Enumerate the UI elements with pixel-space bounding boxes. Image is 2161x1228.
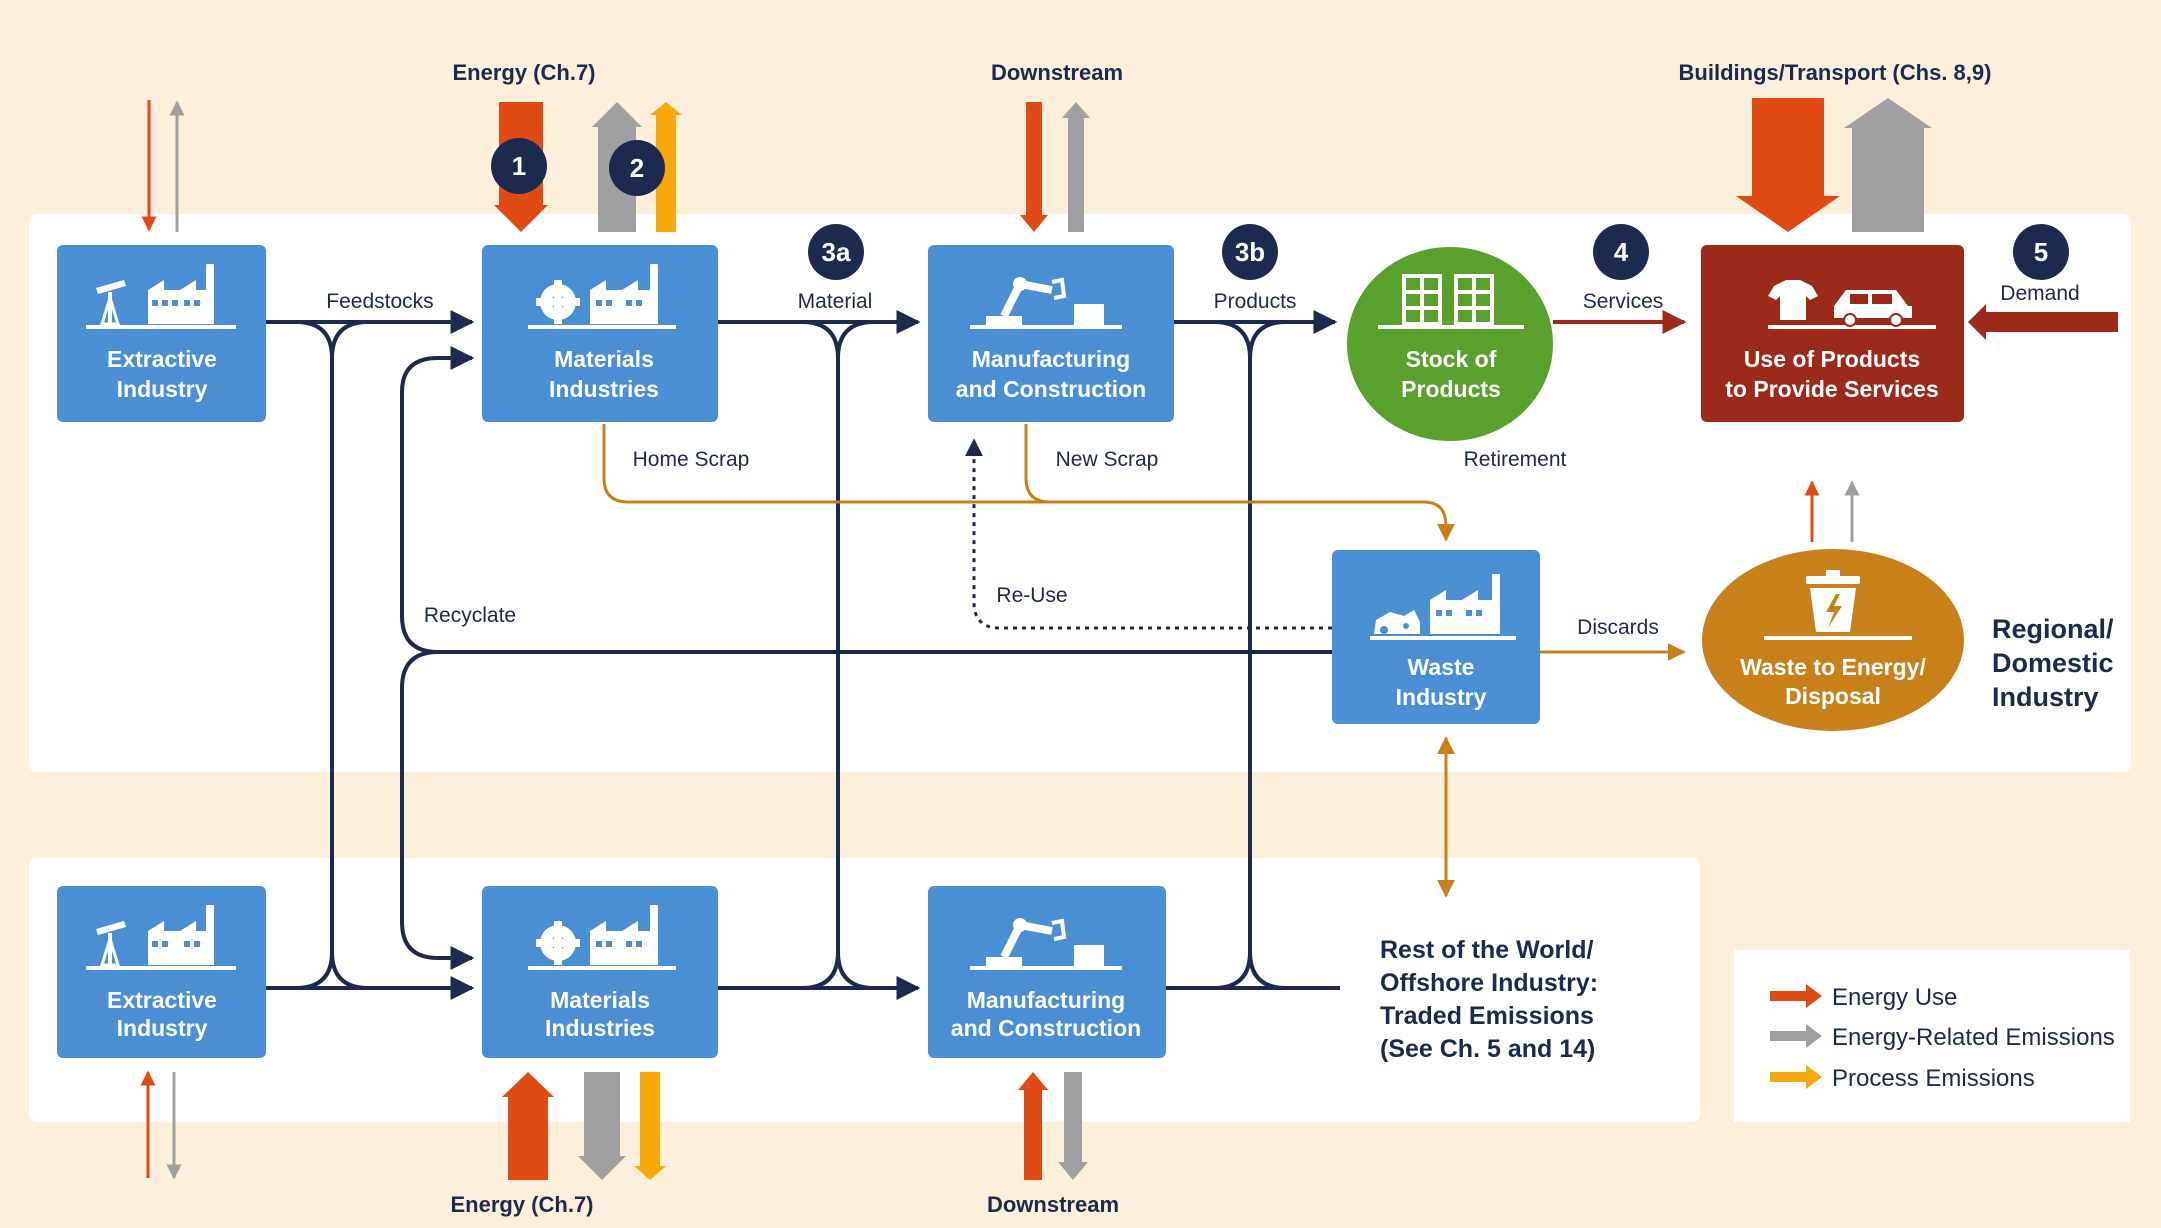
svg-text:Energy Use: Energy Use bbox=[1832, 984, 1957, 1011]
manufacturing-label-2: and Construction bbox=[956, 376, 1146, 402]
materials-industries-box[interactable]: Materials Industries bbox=[482, 245, 718, 422]
stock-label-1: Stock of bbox=[1406, 346, 1497, 372]
use-label-1: Use of Products bbox=[1744, 346, 1920, 372]
retirement-label: Retirement bbox=[1464, 448, 1567, 471]
use-of-products-box[interactable]: Use of Products to Provide Services bbox=[1701, 245, 1964, 422]
offshore-extractive-label-1: Extractive bbox=[107, 987, 217, 1013]
materials-industries-label-1: Materials bbox=[554, 346, 654, 372]
navy-flow-lines bbox=[266, 310, 1340, 1000]
use-label-2: to Provide Services bbox=[1725, 376, 1939, 402]
waste-energy-label-1: Waste to Energy/ bbox=[1740, 654, 1926, 680]
offshore-materials-label-2: Industries bbox=[545, 1015, 655, 1041]
extractive-industry-label-1: Extractive bbox=[107, 346, 217, 372]
oil-pump-factory-icon bbox=[86, 905, 236, 970]
energy-use-arrow-manufacturing-bottom bbox=[1018, 1072, 1048, 1180]
energy-top-label: Energy (Ch.7) bbox=[452, 60, 595, 85]
legend-item-process-emissions: Process Emissions bbox=[1770, 1065, 2035, 1092]
manufacturing-label-1: Manufacturing bbox=[972, 346, 1130, 372]
robot-arm-icon bbox=[970, 277, 1122, 329]
svg-text:1: 1 bbox=[512, 151, 526, 181]
new-scrap-label: New Scrap bbox=[1056, 448, 1159, 471]
downstream-bottom-label: Downstream bbox=[987, 1192, 1119, 1217]
svg-text:Process Emissions: Process Emissions bbox=[1832, 1065, 2035, 1092]
robot-arm-icon bbox=[970, 918, 1122, 970]
waste-to-energy-ellipse[interactable]: Waste to Energy/ Disposal bbox=[1702, 549, 1964, 731]
feedstocks-label: Feedstocks bbox=[326, 290, 433, 313]
stock-of-products-ellipse[interactable]: Stock of Products bbox=[1347, 247, 1553, 441]
material-label: Material bbox=[798, 290, 873, 313]
demand-label: Demand bbox=[2000, 282, 2079, 305]
badge-1: 1 bbox=[491, 138, 547, 194]
stock-label-2: Products bbox=[1401, 376, 1501, 402]
energy-use-arrow-manufacturing-top bbox=[1020, 102, 1048, 232]
badge-5: 5 bbox=[2013, 224, 2069, 280]
buildings-transport-label: Buildings/Transport (Chs. 8,9) bbox=[1679, 60, 1992, 85]
energy-use-arrow-materials-bottom bbox=[502, 1072, 554, 1180]
offshore-extractive-label-2: Industry bbox=[117, 1015, 208, 1041]
extractive-industry-box[interactable]: Extractive Industry bbox=[57, 245, 266, 422]
energy-emission-arrow-manufacturing-bottom bbox=[1058, 1072, 1088, 1180]
offshore-manufacturing-label-2: and Construction bbox=[951, 1015, 1141, 1041]
svg-text:Energy-Related Emissions: Energy-Related Emissions bbox=[1832, 1024, 2115, 1051]
offshore-manufacturing-label-1: Manufacturing bbox=[967, 987, 1125, 1013]
energy-emission-arrow-use-top bbox=[1844, 98, 1932, 232]
svg-text:2: 2 bbox=[630, 153, 644, 183]
badge-4: 4 bbox=[1593, 224, 1649, 280]
rest-of-world-line-2: Offshore Industry: bbox=[1380, 969, 1598, 997]
offshore-materials-industries-box[interactable]: Materials Industries bbox=[482, 886, 718, 1058]
waste-label-2: Industry bbox=[1396, 684, 1487, 710]
legend-item-energy-use: Energy Use bbox=[1770, 984, 1957, 1011]
badge-2: 2 bbox=[609, 140, 665, 196]
rest-of-world-line-4: (See Ch. 5 and 14) bbox=[1380, 1035, 1595, 1063]
svg-text:3b: 3b bbox=[1235, 237, 1265, 267]
waste-energy-label-2: Disposal bbox=[1785, 683, 1881, 709]
rest-of-world-line-3: Traded Emissions bbox=[1380, 1002, 1594, 1030]
offshore-extractive-industry-box[interactable]: Extractive Industry bbox=[57, 886, 266, 1058]
energy-use-arrow-use-top bbox=[1736, 98, 1840, 232]
energy-bottom-label: Energy (Ch.7) bbox=[450, 1192, 593, 1217]
region-label-3: Industry bbox=[1992, 682, 2099, 712]
waste-industry-box[interactable]: Waste Industry bbox=[1332, 550, 1540, 724]
svg-text:4: 4 bbox=[1614, 237, 1629, 267]
legend-item-energy-related-emissions: Energy-Related Emissions bbox=[1770, 1024, 2115, 1051]
products-label: Products bbox=[1214, 290, 1297, 313]
discards-label: Discards bbox=[1577, 616, 1659, 639]
rest-of-world-line-1: Rest of the World/ bbox=[1380, 936, 1593, 964]
shirt-car-icon bbox=[1768, 280, 1936, 329]
offshore-materials-label-1: Materials bbox=[550, 987, 650, 1013]
gear-factory-icon bbox=[528, 905, 676, 970]
materials-industries-label-2: Industries bbox=[549, 376, 659, 402]
legend: Energy Use Energy-Related Emissions Proc… bbox=[1734, 950, 2130, 1122]
reuse-dotted-line bbox=[965, 438, 1332, 630]
offshore-manufacturing-box[interactable]: Manufacturing and Construction bbox=[928, 886, 1166, 1058]
demand-arrow bbox=[1968, 304, 2118, 340]
svg-text:3a: 3a bbox=[822, 237, 851, 267]
waste-label-1: Waste bbox=[1408, 654, 1475, 680]
reuse-label: Re-Use bbox=[996, 584, 1067, 607]
badge-3b: 3b bbox=[1222, 224, 1278, 280]
process-emission-arrow-materials-top bbox=[650, 102, 682, 232]
services-label: Services bbox=[1583, 290, 1664, 313]
region-label-2: Domestic bbox=[1992, 648, 2114, 678]
shelves-icon bbox=[1378, 274, 1524, 329]
gear-factory-icon bbox=[528, 264, 676, 329]
recyclate-label: Recyclate bbox=[424, 604, 516, 627]
energy-emission-arrow-materials-bottom bbox=[578, 1072, 626, 1180]
process-emission-arrow-materials-bottom bbox=[634, 1072, 666, 1180]
extractive-industry-label-2: Industry bbox=[117, 376, 208, 402]
region-label-1: Regional/ bbox=[1992, 614, 2114, 644]
downstream-top-label: Downstream bbox=[991, 60, 1123, 85]
manufacturing-construction-box[interactable]: Manufacturing and Construction bbox=[928, 245, 1174, 422]
waste-factory-icon bbox=[1370, 574, 1516, 640]
home-scrap-label: Home Scrap bbox=[633, 448, 750, 471]
energy-emission-arrow-manufacturing-top bbox=[1062, 102, 1090, 232]
badge-3a: 3a bbox=[808, 224, 864, 280]
oil-pump-factory-icon bbox=[86, 264, 236, 329]
scrap-flow-lines bbox=[602, 424, 1686, 898]
bin-lightning-icon bbox=[1764, 570, 1912, 640]
svg-text:5: 5 bbox=[2034, 237, 2048, 267]
